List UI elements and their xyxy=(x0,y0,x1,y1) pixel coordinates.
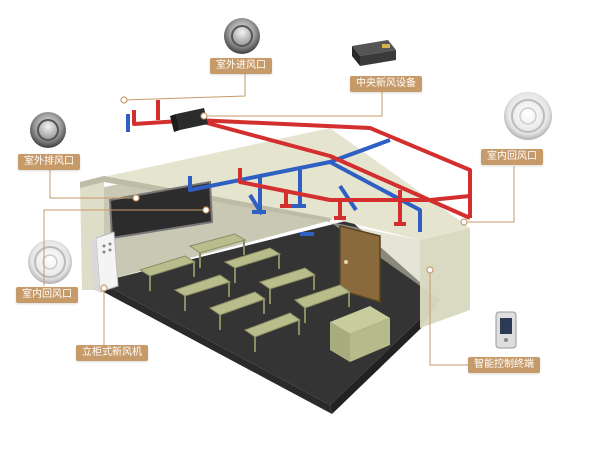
teacher-desk-front xyxy=(330,322,350,362)
return-grilles xyxy=(252,204,314,236)
floor-front-edge xyxy=(100,282,332,414)
door-knob xyxy=(344,260,348,264)
leader-dots xyxy=(100,96,468,292)
teacher-desk-side xyxy=(350,318,390,362)
floor-edge xyxy=(330,300,442,414)
door xyxy=(339,225,381,304)
supply-diffusers xyxy=(280,204,406,226)
label-smart-terminal: 智能控制终端 xyxy=(468,357,540,373)
desk-legs xyxy=(149,240,350,352)
label-central-unit: 中央新风设备 xyxy=(350,76,422,92)
vent-grille-icon xyxy=(224,18,260,54)
right-wall-front xyxy=(330,222,440,328)
label-outdoor-exhaust: 室外排风口 xyxy=(18,154,80,170)
label-indoor-return-right: 室内回风口 xyxy=(481,149,543,165)
label-outdoor-intake: 室外进风口 xyxy=(210,58,272,74)
central-device-icon xyxy=(352,40,396,66)
teacher-desk-top xyxy=(330,306,390,334)
label-floor-unit: 立柜式新风机 xyxy=(76,345,148,361)
air-handler-icon xyxy=(170,108,208,132)
label-indoor-return-left: 室内回风口 xyxy=(16,287,78,303)
ceiling-slab xyxy=(80,128,470,240)
leader-lines xyxy=(43,74,515,366)
vent-grille-icon xyxy=(30,112,66,148)
vent-grille-icon xyxy=(504,92,552,140)
supply-duct xyxy=(132,110,472,222)
vent-grille-icon xyxy=(28,240,72,284)
smart-panel-icon xyxy=(495,311,517,349)
cabinet-unit-side xyxy=(90,238,100,292)
